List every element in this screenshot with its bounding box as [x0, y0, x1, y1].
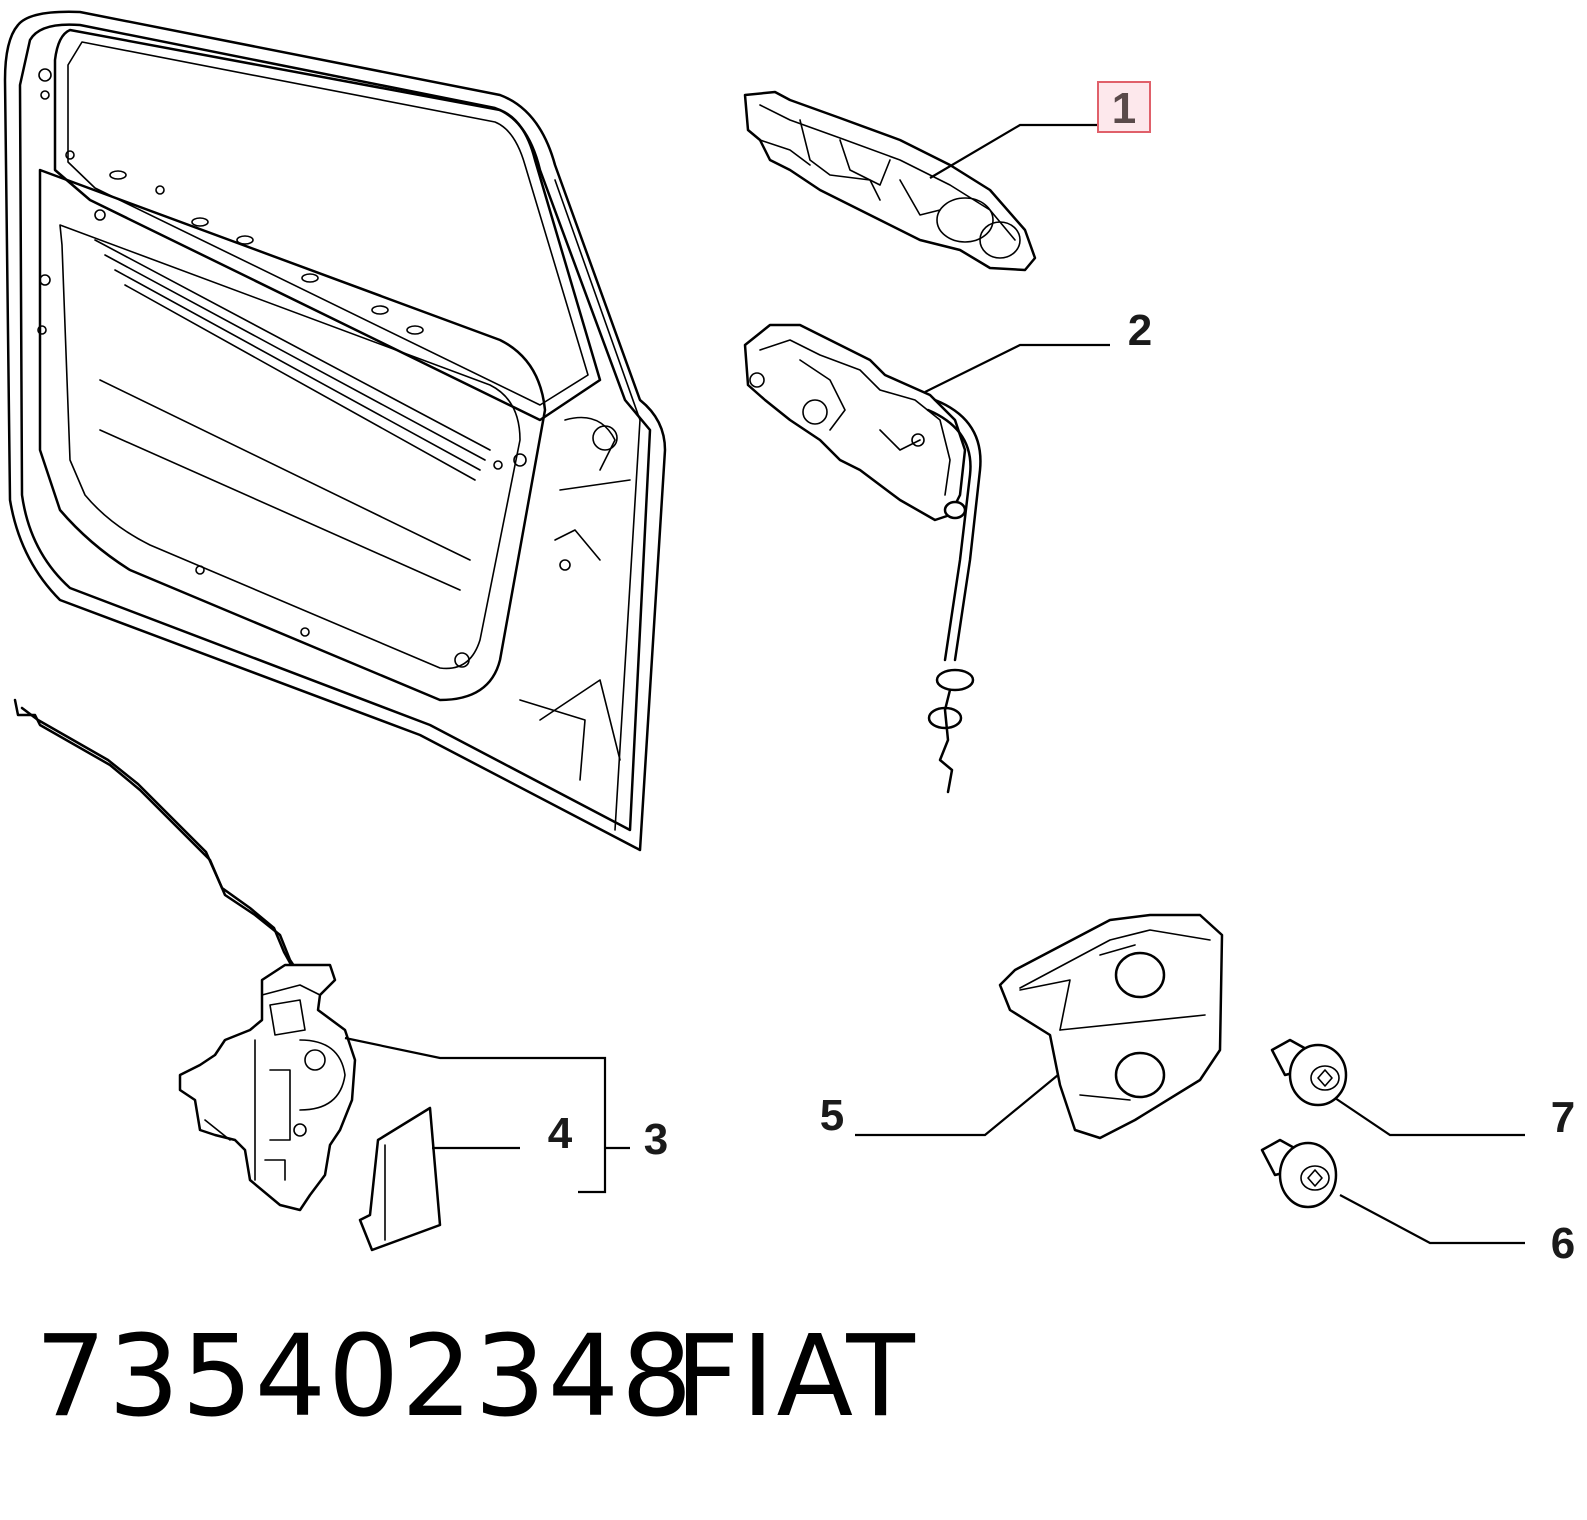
- part-2-inner-handle: [743, 323, 982, 794]
- part-4-cover-plate: [358, 1106, 442, 1252]
- leader-lines: [344, 123, 1525, 1245]
- part-3-lock-assembly: [13, 698, 357, 1212]
- callout-6-label[interactable]: 6: [1551, 1219, 1575, 1268]
- part-1-handle-bracket: [743, 90, 1037, 272]
- door-frame-illustration: [3, 10, 667, 852]
- part-5-striker: [998, 913, 1224, 1140]
- part-6-screw: [1260, 1138, 1338, 1209]
- callout-1-label: 1: [1112, 84, 1136, 133]
- part-7-screw: [1270, 1038, 1348, 1107]
- part-number-text: 735402348: [35, 1312, 694, 1442]
- callout-5-label[interactable]: 5: [820, 1091, 844, 1140]
- callout-7-label[interactable]: 7: [1551, 1093, 1575, 1142]
- callout-4-label[interactable]: 4: [548, 1109, 573, 1158]
- callout-3-label[interactable]: 3: [644, 1115, 668, 1164]
- callout-2-label[interactable]: 2: [1128, 306, 1152, 355]
- callout-1-highlight[interactable]: 1: [1097, 81, 1151, 133]
- brand-text: FIAT: [675, 1312, 917, 1442]
